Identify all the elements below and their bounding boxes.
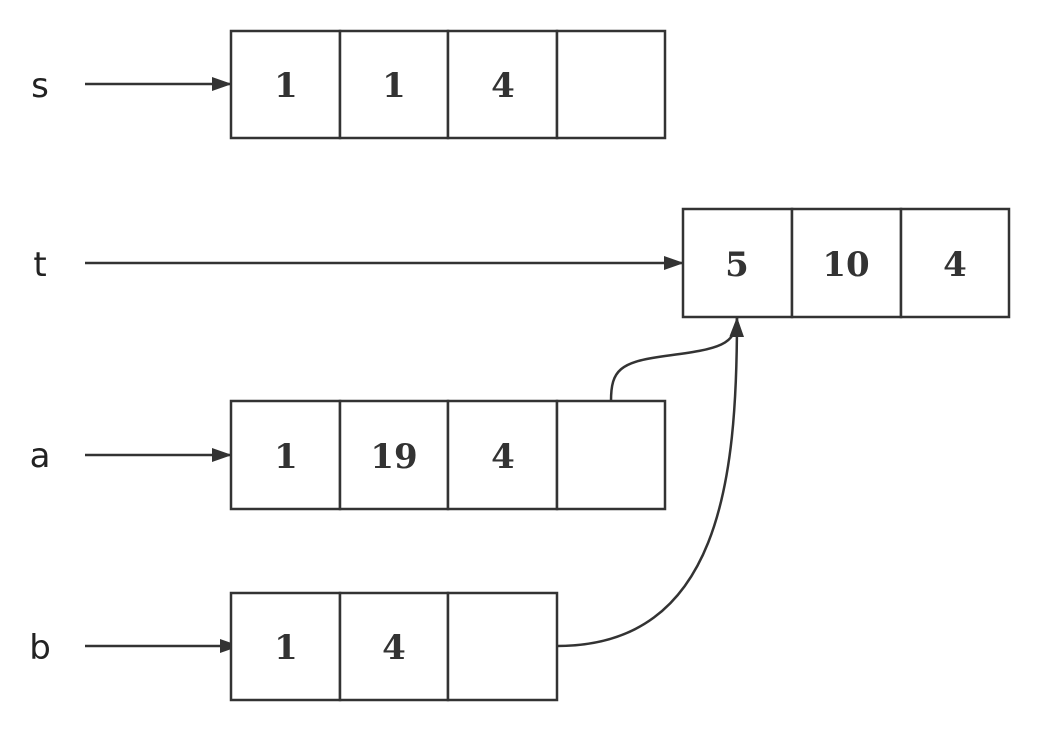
array-a-cell: [555, 399, 667, 511]
array-s: 1 1 4: [229, 29, 667, 140]
array-t-value: 10: [822, 245, 869, 285]
variable-label-b: b: [29, 628, 51, 668]
array-t: 5 10 4: [681, 207, 1011, 319]
pointer-arrow-b-to-t: [556, 317, 744, 648]
variable-label-s: s: [31, 66, 49, 106]
array-a-value: 19: [370, 437, 417, 477]
array-b-cell: [229, 591, 342, 702]
array-b: 1 4: [229, 591, 559, 702]
array-s-cell: [229, 29, 342, 140]
array-b-cell: [446, 591, 559, 702]
array-a-cell: [446, 399, 559, 511]
variable-label-a: a: [30, 436, 51, 476]
array-b-value: 1: [274, 628, 298, 668]
array-s-cell: [338, 29, 450, 140]
array-b-value: 4: [382, 628, 406, 668]
array-s-cell: [446, 29, 559, 140]
array-t-cell: [681, 207, 794, 319]
array-s-value: 1: [382, 66, 406, 106]
array-t-value: 4: [943, 245, 967, 285]
array-s-value: 1: [274, 66, 298, 106]
array-a-value: 4: [491, 437, 515, 477]
array-b-cell: [338, 591, 450, 702]
array-t-value: 5: [725, 245, 749, 285]
array-s-value: 4: [491, 66, 515, 106]
array-s-cell: [555, 29, 667, 140]
variable-label-t: t: [33, 245, 46, 285]
pointer-arrow-a-to-t: [609, 317, 744, 402]
array-a: 1 19 4: [229, 399, 667, 511]
array-a-value: 1: [274, 437, 298, 477]
array-t-cell: [899, 207, 1011, 319]
